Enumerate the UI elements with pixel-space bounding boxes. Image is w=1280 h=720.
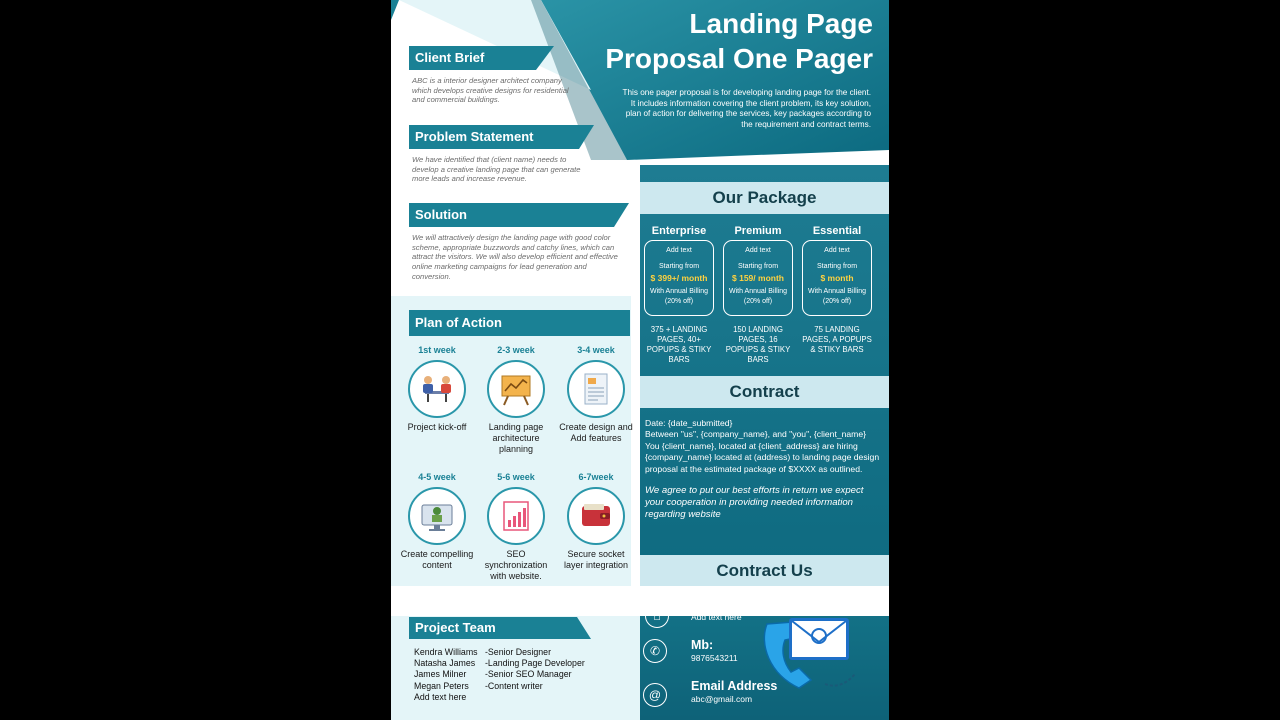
tier-price-box: Add text Starting from $ 399+/ month Wit…	[644, 240, 714, 316]
document-design-icon	[567, 360, 625, 418]
client-brief-heading: Client Brief	[409, 46, 554, 70]
step-week: 1st week	[418, 345, 456, 355]
team-member-name: Kendra Williams	[414, 647, 478, 657]
phone-envelope-icon	[763, 618, 856, 689]
problem-statement-heading: Problem Statement	[409, 125, 594, 149]
team-member-role: -Senior SEO Manager	[485, 669, 572, 680]
tier-price: $ 399+/ month	[650, 273, 708, 283]
package-tier-enterprise: Enterprise Add text Starting from $ 399+…	[644, 224, 714, 365]
page-title: Landing Page Proposal One Pager	[573, 6, 873, 76]
mobile-number: 9876543211	[691, 653, 738, 663]
header-description: This one pager proposal is for developin…	[622, 88, 871, 129]
step-label: Project kick-off	[407, 422, 467, 432]
tier-features: 150 LANDING PAGES, 16 POPUPS & STIKY BAR…	[725, 325, 791, 364]
step-label: Create compelling content	[400, 549, 474, 570]
plan-step-4: 4-5 week Create compelling content	[400, 472, 474, 571]
wallet-icon	[567, 487, 625, 545]
tier-billing: With Annual Billing (20% off)	[808, 288, 866, 305]
monitor-content-icon	[408, 487, 466, 545]
step-label: SEO synchronization with website.	[484, 549, 548, 581]
step-week: 3-4 week	[577, 345, 615, 355]
team-member-role: -Landing Page Developer	[485, 658, 585, 669]
step-label: Landing page architecture planning	[488, 422, 544, 454]
contact-us-heading: Contract Us	[640, 555, 889, 587]
tier-name: Essential	[812, 225, 862, 237]
tier-add-text: Add text	[824, 247, 850, 254]
team-member-role: -Content writer	[485, 680, 543, 691]
package-tier-essential: Essential Add text Starting from $ month…	[802, 224, 872, 355]
tier-starting: Starting from	[816, 263, 858, 270]
tier-price: $ 159/ month	[732, 273, 784, 283]
tier-price-box: Add text Starting from $ month With Annu…	[802, 240, 872, 316]
phone-icon: ✆	[643, 639, 667, 663]
tier-add-text: Add text	[745, 247, 771, 254]
tier-features: 75 LANDING PAGES, A POPUPS & STIKY BARS	[802, 325, 872, 354]
team-member-names: Kendra Williams Natasha James James Miln…	[414, 647, 478, 703]
plan-step-6: 6-7week Secure socket layer integration	[559, 472, 633, 571]
email-label: Email Address	[691, 679, 778, 693]
tier-billing: With Annual Billing (20% off)	[729, 288, 787, 305]
tier-features: 375 + LANDING PAGES, 40+ POPUPS & STIKY …	[646, 325, 712, 364]
growth-chart-icon	[487, 487, 545, 545]
plan-step-2: 2-3 week Landing page architecture plann…	[479, 345, 553, 455]
team-member-name: Megan Peters	[414, 680, 469, 691]
slide-gap	[391, 586, 889, 616]
title-line-2: Proposal One Pager	[605, 43, 873, 74]
project-team-heading: Project Team	[409, 617, 591, 639]
client-brief-text: ABC is a interior designer architect com…	[412, 76, 569, 105]
plan-step-1: 1st week Project kick-off	[400, 345, 474, 433]
contract-agreement: We agree to put our best efforts in retu…	[645, 485, 864, 521]
plan-of-action-heading: Plan of Action	[409, 310, 630, 336]
tier-price-box: Add text Starting from $ 159/ month With…	[723, 240, 793, 316]
step-week: 4-5 week	[418, 472, 456, 482]
header-banner	[391, 0, 889, 160]
tier-billing: With Annual Billing (20% off)	[650, 288, 708, 305]
plan-step-5: 5-6 week SEO synchronization with websit…	[479, 472, 553, 582]
plan-step-3: 3-4 week Create design and Add features	[559, 345, 633, 444]
team-member-role: -Senior Designer	[485, 647, 552, 657]
step-week: 5-6 week	[497, 472, 535, 482]
tier-name: Enterprise	[651, 225, 707, 237]
location-icon: ⌂	[645, 604, 669, 628]
team-member-name: Add text here	[414, 691, 467, 702]
tier-starting: Starting from	[658, 263, 700, 270]
solution-text: We will attractively design the landing …	[412, 233, 618, 281]
presentation-board-icon	[487, 360, 545, 418]
team-member-name: Natasha James	[414, 658, 476, 669]
mobile-label: Mb:	[691, 638, 714, 652]
solution-heading: Solution	[409, 203, 629, 227]
problem-statement-text: We have identified that (client name) ne…	[412, 155, 581, 184]
at-email-icon: @	[643, 683, 667, 707]
meeting-icon	[408, 360, 466, 418]
contract-date: Date: {date_submitted}	[645, 418, 733, 428]
team-member-name: James Milner	[414, 669, 467, 680]
tier-add-text: Add text	[666, 247, 692, 254]
tier-name: Premium	[734, 225, 782, 237]
step-label: Secure socket layer integration	[563, 549, 629, 570]
tier-price: $ month	[820, 273, 854, 283]
package-contract-panel	[640, 165, 889, 585]
title-line-1: Landing Page	[689, 8, 873, 39]
step-week: 2-3 week	[497, 345, 535, 355]
email-value: abc@gmail.com	[691, 694, 753, 704]
package-tier-premium: Premium Add text Starting from $ 159/ mo…	[723, 224, 793, 365]
our-package-heading: Our Package	[640, 182, 889, 214]
team-member-roles: -Senior Designer -Landing Page Developer…	[485, 647, 585, 692]
contract-heading: Contract	[640, 376, 889, 408]
tier-starting: Starting from	[737, 263, 779, 270]
contact-top-text: Add text here	[691, 612, 742, 622]
step-week: 6-7week	[578, 472, 614, 482]
contract-between: Between "us", {company_name}, and "you",…	[645, 429, 866, 440]
one-pager-slide: Landing Page Proposal One Pager This one…	[391, 0, 889, 720]
contract-text: Date: {date_submitted} Between "us", {co…	[645, 418, 881, 521]
contract-body: You {client_name}, located at {client_ad…	[645, 440, 880, 474]
step-label: Create design and Add features	[559, 422, 633, 443]
